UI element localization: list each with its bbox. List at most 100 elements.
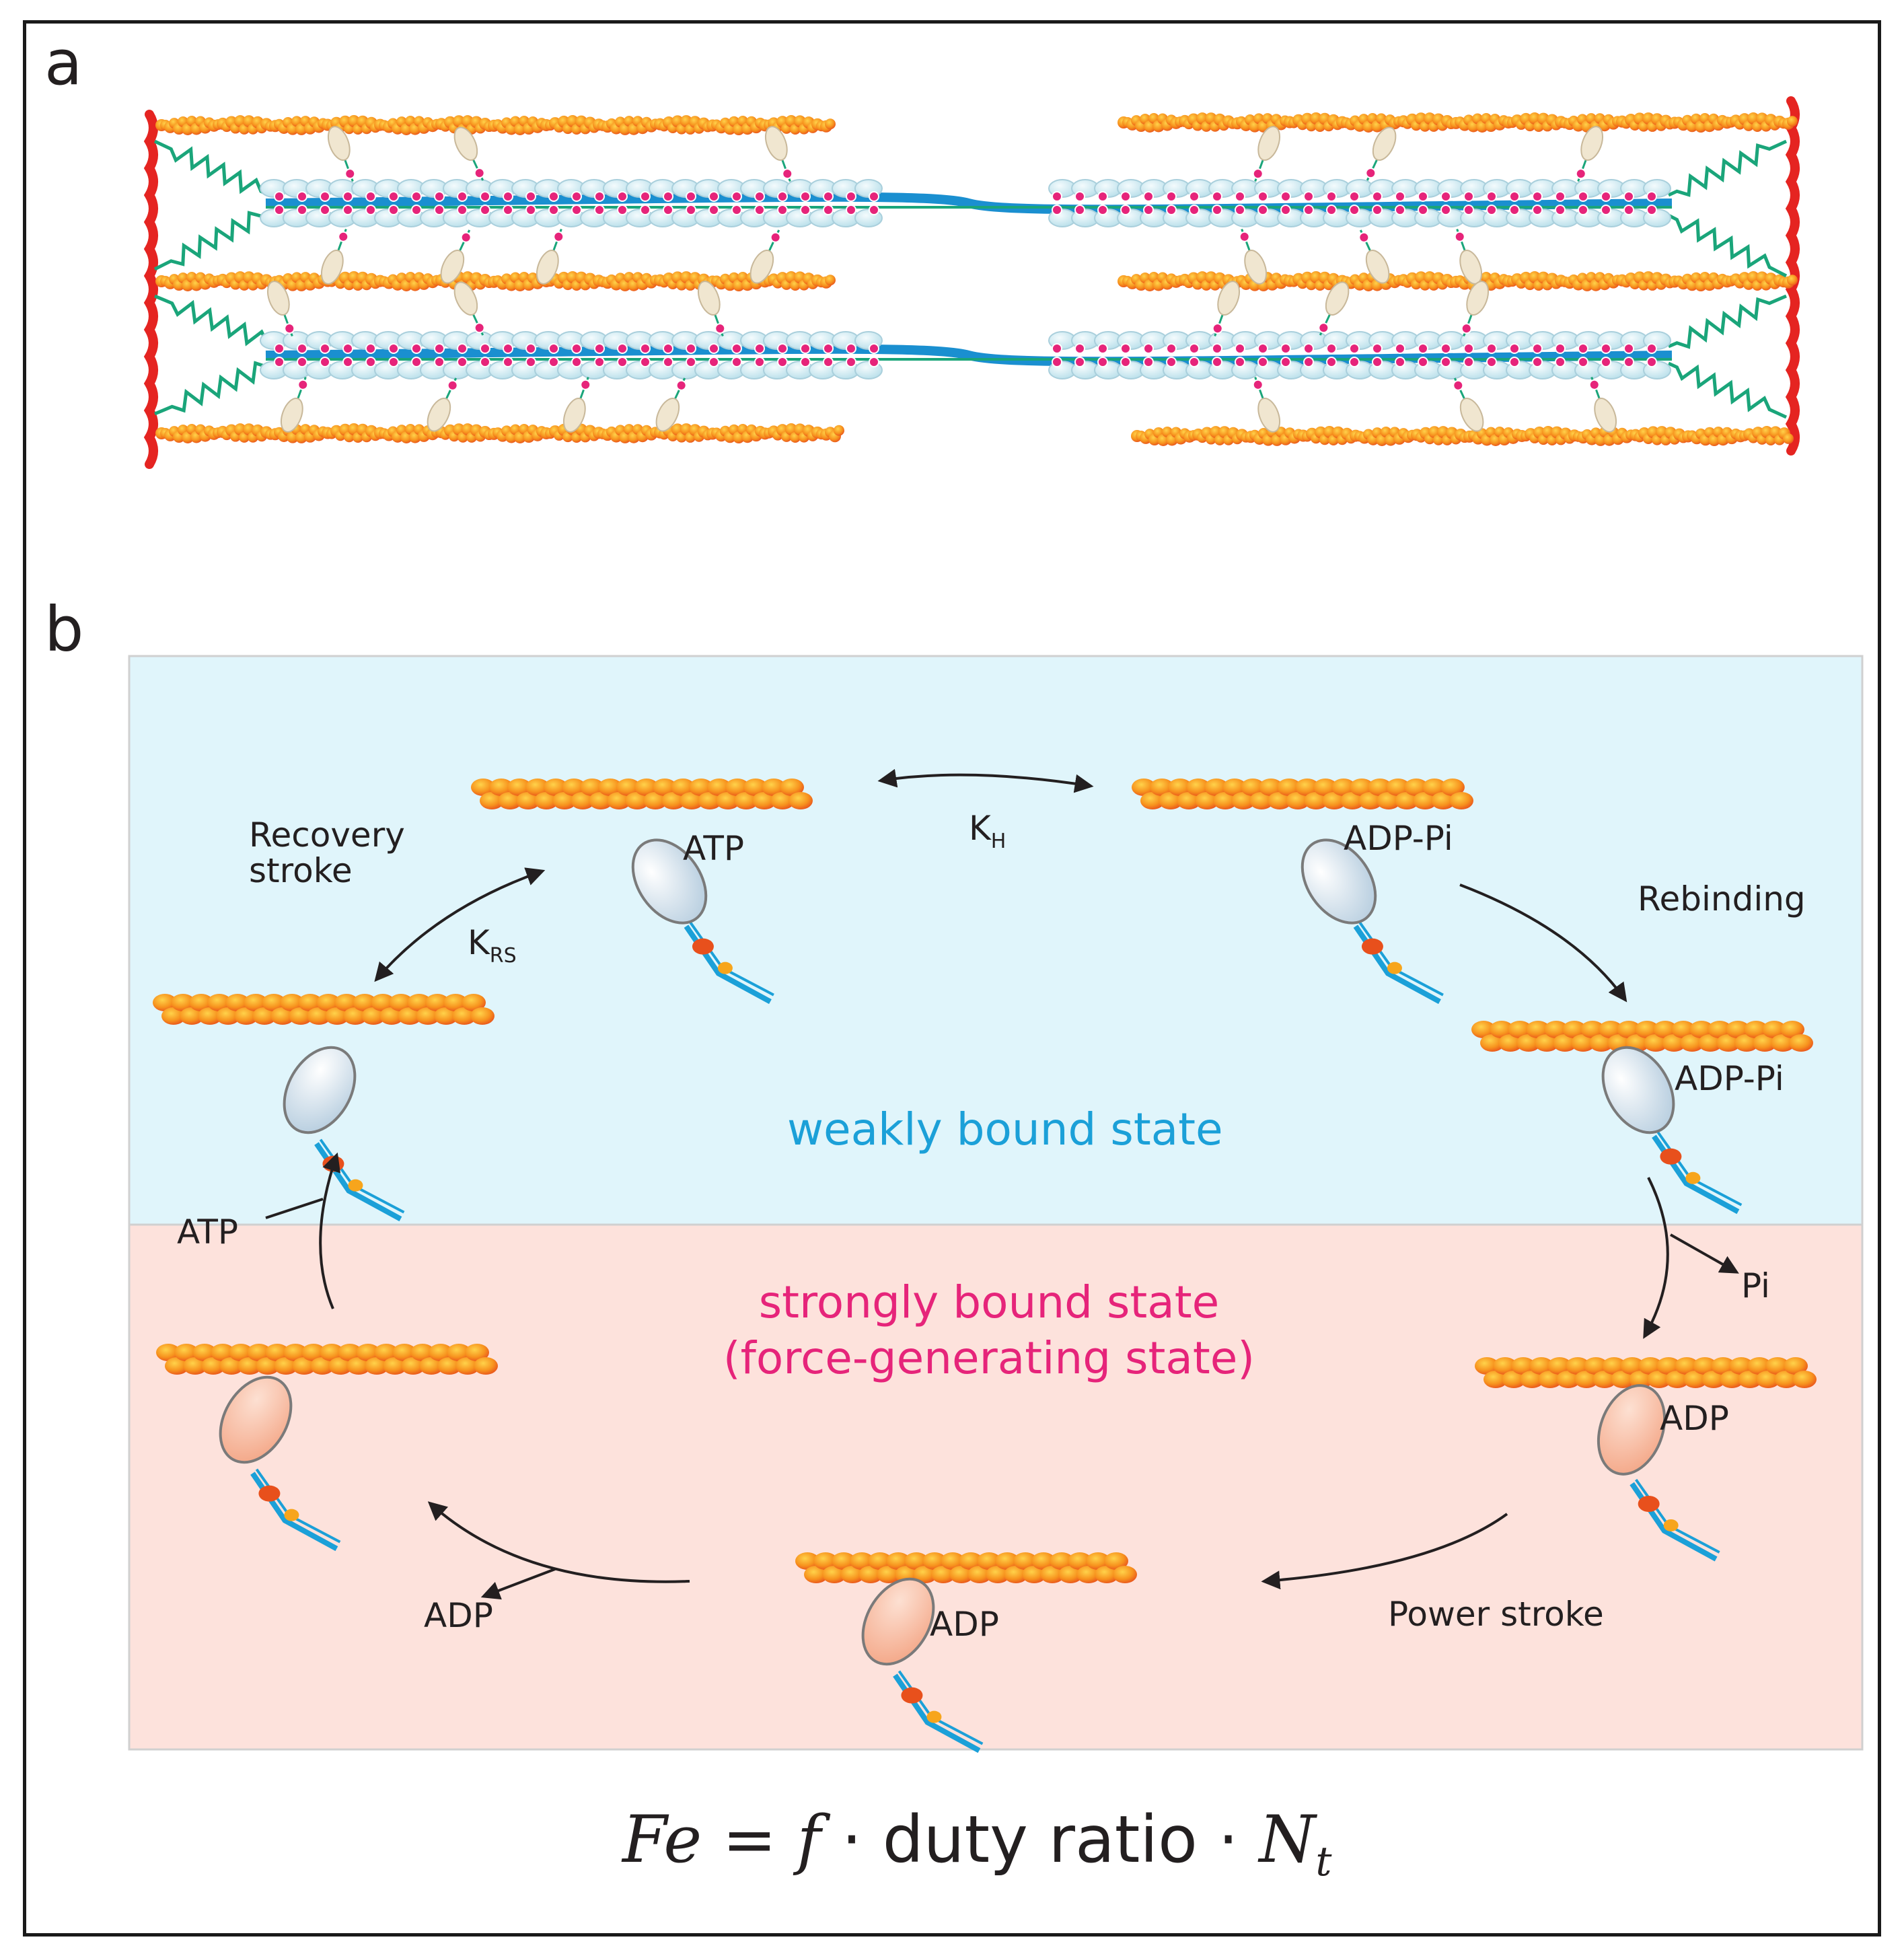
- cross-bridge: [536, 229, 564, 285]
- actin-monomer: [516, 792, 540, 809]
- strong-state-line1: strongly bound state: [758, 1276, 1220, 1328]
- actin-monomer: [289, 1007, 313, 1025]
- myosin-light-chain: [571, 357, 582, 367]
- actin-monomer: [225, 994, 250, 1011]
- recovery-stroke-label: Recovery stroke: [249, 816, 405, 890]
- actin-monomer: [1753, 1034, 1777, 1052]
- weakly-bound-state-label: weakly bound state: [787, 1103, 1223, 1155]
- myosin-light-chain: [320, 357, 330, 367]
- actin-monomer: [967, 1566, 992, 1583]
- lever-light-chain: [1453, 379, 1464, 391]
- cross-bridge-head: [1594, 398, 1617, 433]
- actin-monomer: [328, 1357, 353, 1375]
- myosin-light-chain: [594, 191, 605, 202]
- actin-filament: [155, 115, 836, 135]
- actin-monomer: [607, 792, 631, 809]
- myosin-light-chain: [1235, 191, 1245, 202]
- actin-monomer: [562, 779, 586, 796]
- myosin-light-chain: [1257, 343, 1268, 354]
- actin-monomer: [1422, 779, 1447, 796]
- myosin-light-chain: [1257, 205, 1268, 215]
- actin-monomer: [1377, 792, 1401, 809]
- cross-bridge-head: [536, 250, 559, 285]
- actin-filament: [1131, 426, 1794, 446]
- actin-monomer: [489, 779, 513, 796]
- actin-monomer: [1620, 1357, 1644, 1375]
- myosin-light-chain: [274, 205, 285, 215]
- lever-light-chain: [474, 322, 485, 334]
- cross-bridge-head: [427, 398, 451, 432]
- myosin-light-chain: [503, 343, 513, 354]
- actin-monomer: [1231, 792, 1255, 809]
- actin-monomer: [283, 1344, 307, 1361]
- cross-bridge-head: [764, 126, 788, 161]
- cross-bridge: [1318, 281, 1350, 336]
- equation-duty-ratio: · duty ratio ·: [821, 1802, 1259, 1877]
- lever-light-chain: [1318, 322, 1329, 334]
- actin-monomer: [1490, 1021, 1514, 1038]
- cross-bridge-head: [1372, 126, 1397, 161]
- actin-monomer: [416, 1007, 440, 1025]
- myosin-light-chain: [1280, 191, 1291, 202]
- actin-monomer: [1599, 1021, 1623, 1038]
- actin-monomer: [977, 1552, 1001, 1570]
- actin-monomer: [1789, 1034, 1813, 1052]
- myosin-light-chain: [1486, 191, 1497, 202]
- myosin-light-chain: [869, 205, 879, 215]
- actin-monomer: [1204, 779, 1229, 796]
- actin-monomer: [1222, 779, 1247, 796]
- rebinding-label: Rebinding: [1638, 879, 1806, 918]
- myosin-state-adp-pi: [1301, 838, 1444, 1005]
- actin-monomer: [1538, 1371, 1562, 1388]
- actin-monomer: [698, 792, 722, 809]
- myosin-light-chain: [1143, 343, 1154, 354]
- actin-monomer: [1683, 1371, 1708, 1388]
- actin-monomer: [237, 1357, 262, 1375]
- actin-monomer: [256, 1357, 280, 1375]
- myosin-light-chain: [297, 357, 307, 367]
- cross-bridge: [1239, 229, 1268, 285]
- lever-light-chain: [447, 379, 458, 391]
- actin-monomer: [1480, 1034, 1504, 1052]
- cross-bridge-head: [440, 250, 465, 284]
- myosin-light-chain: [686, 205, 696, 215]
- essential-light-chain: [258, 1485, 281, 1502]
- actin-filament: [471, 779, 813, 809]
- lever-light-chain: [284, 323, 295, 334]
- actin-monomer: [1368, 779, 1392, 796]
- actin-monomer: [270, 1007, 295, 1025]
- actin-monomer: [1792, 1371, 1817, 1388]
- myosin-light-chain: [434, 343, 445, 354]
- actin-monomer: [1350, 779, 1374, 796]
- actin-monomer: [371, 994, 395, 1011]
- actin-monomer: [1701, 1371, 1726, 1388]
- myosin-light-chain: [1578, 343, 1588, 354]
- myosin-light-chain: [1074, 191, 1085, 202]
- lever-light-chain: [1588, 379, 1600, 390]
- actin-monomer: [443, 994, 468, 1011]
- myosin-light-chain: [342, 205, 353, 215]
- actin-monomer: [211, 1344, 235, 1361]
- actin-monomer: [265, 1344, 289, 1361]
- cross-bridge: [453, 126, 485, 181]
- essential-light-chain: [901, 1687, 923, 1704]
- actin-monomer: [1475, 1357, 1499, 1375]
- myosin-light-chain: [1052, 357, 1062, 367]
- actin-monomer: [1493, 1357, 1517, 1375]
- myosin-light-chain: [548, 343, 559, 354]
- cross-bridge-head: [697, 281, 721, 316]
- actin-monomer: [201, 1357, 225, 1375]
- myosin-light-chain: [1532, 357, 1543, 367]
- actin-monomer: [398, 1007, 422, 1025]
- cross-bridge: [453, 281, 485, 336]
- myosin-light-chain: [548, 205, 559, 215]
- myosin-light-chain: [1395, 191, 1405, 202]
- myosin-light-chain: [1235, 205, 1245, 215]
- lever-light-chain: [338, 231, 349, 242]
- kh-arrow: [877, 768, 1094, 793]
- actin-monomer: [762, 779, 786, 796]
- actin-monomer: [1511, 1357, 1535, 1375]
- myosin-light-chain: [663, 205, 673, 215]
- cross-bridge-head: [1466, 281, 1490, 316]
